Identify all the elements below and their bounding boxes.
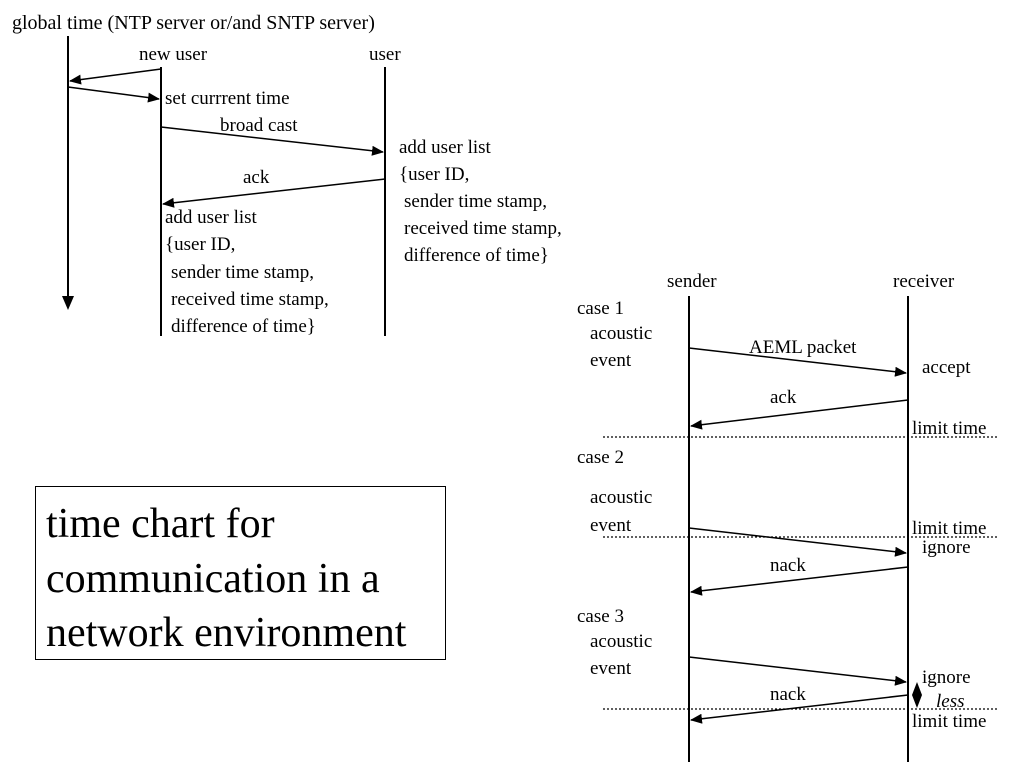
case2-ignore-label: ignore [922, 537, 971, 558]
case2-nack-label: nack [770, 555, 806, 576]
user-list-line: received time stamp, [404, 218, 562, 239]
aeml-packet-arrow [688, 347, 907, 377]
case3-event-line: acoustic [590, 631, 652, 652]
title-box: time chart for communication in a networ… [35, 486, 446, 660]
diamond-marker-icon [912, 682, 922, 708]
case2-event-line: acoustic [590, 487, 652, 508]
ack-arrow [162, 178, 386, 208]
new-user-list-line: received time stamp, [171, 289, 329, 310]
broadcast-arrow [160, 126, 384, 156]
user-list-line: difference of time} [404, 245, 549, 266]
new-user-list-line: {user ID, [165, 234, 235, 255]
user-label: user [369, 44, 401, 65]
title-line: communication in a [46, 556, 380, 602]
user-list-line: add user list [399, 137, 492, 158]
case1-event-line: event [590, 350, 632, 371]
broadcast-label: broad cast [220, 115, 298, 136]
new-user-list-line: add user list [165, 207, 258, 228]
new-user-list-line: difference of time} [171, 316, 316, 337]
new-user-list-block: add user list {user ID, sender time stam… [165, 207, 329, 337]
case3-ignore-label: ignore [922, 667, 971, 688]
case3-label: case 3 [577, 606, 624, 627]
case1-label: case 1 [577, 298, 624, 319]
less-label: less [936, 691, 965, 712]
case2-event-line: event [590, 515, 632, 536]
set-time-label: set currrent time [165, 88, 290, 109]
time-request-arrow [69, 68, 162, 85]
case2-limit-time-label: limit time [912, 518, 986, 539]
case1-ack-label: ack [770, 387, 797, 408]
ack-label: ack [243, 167, 270, 188]
case3-nack-arrow [690, 694, 909, 724]
global-time-arrowhead [62, 296, 74, 310]
case2-nack-arrow [690, 566, 909, 596]
case3-packet-arrow [688, 656, 907, 686]
global-time-label: global time (NTP server or/and SNTP serv… [12, 12, 375, 34]
case1-event-line: acoustic [590, 323, 652, 344]
case1-ack-arrow [690, 399, 909, 430]
title-line: time chart for [46, 501, 275, 547]
sender-label: sender [667, 271, 717, 292]
new-user-list-line: sender time stamp, [171, 262, 314, 283]
aeml-packet-label: AEML packet [749, 337, 857, 358]
case2-packet-arrow [688, 527, 907, 557]
case3-limit-time-label: limit time [912, 711, 986, 732]
case3-nack-label: nack [770, 684, 806, 705]
user-list-line: sender time stamp, [404, 191, 547, 212]
case3-event-line: event [590, 658, 632, 679]
user-list-block: add user list {user ID, sender time stam… [399, 137, 562, 266]
user-list-line: {user ID, [399, 164, 469, 185]
time-reply-arrow [67, 86, 160, 103]
accept-label: accept [922, 357, 971, 378]
title-line: network environment [46, 610, 407, 656]
new-user-label: new user [139, 44, 208, 65]
case1-limit-time-label: limit time [912, 418, 986, 439]
case2-label: case 2 [577, 447, 624, 468]
receiver-label: receiver [893, 271, 955, 292]
